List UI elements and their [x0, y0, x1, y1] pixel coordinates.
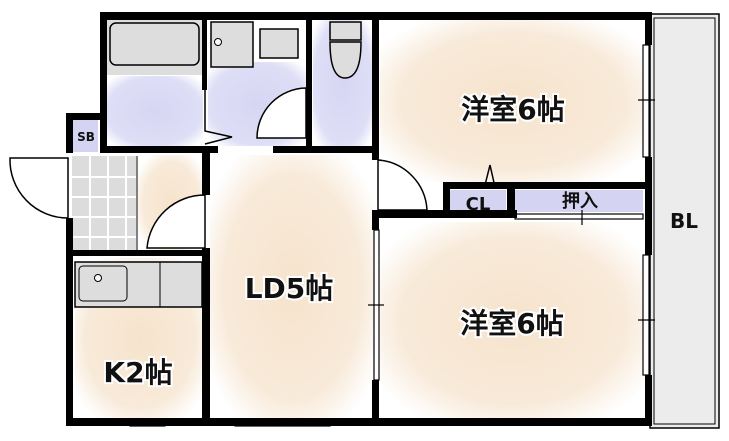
bedroom-bottom-label: 洋室6帖 [460, 307, 563, 340]
bedroom-top [380, 20, 646, 182]
oshiire-label: 押入 [562, 190, 598, 212]
bathroom [106, 76, 203, 146]
closet [450, 190, 506, 212]
shoe-box [72, 120, 98, 152]
balcony [649, 13, 720, 429]
toilet-fixture [329, 21, 362, 79]
entrance-tiles [72, 156, 138, 252]
bedroom-top-label: 洋室6帖 [461, 93, 564, 126]
bedroom-door [377, 159, 428, 211]
toilet-door [256, 87, 307, 139]
washing-machine [259, 28, 299, 59]
hall-door [146, 194, 206, 249]
living-dining [210, 155, 375, 420]
toilet [313, 20, 373, 146]
kitchen-label: K2帖 [103, 356, 172, 389]
kitchen-sink [74, 261, 203, 308]
bath-folding-door [204, 90, 233, 145]
living-dining-label: LD5帖 [245, 272, 334, 305]
bedroom-bottom [380, 222, 646, 420]
oshiire [515, 190, 643, 212]
shoe-box-label: SB [77, 130, 95, 144]
closet-label: CL [466, 194, 491, 215]
balcony-label: BL [670, 209, 698, 233]
entrance-door [9, 157, 69, 219]
walls [66, 12, 652, 426]
